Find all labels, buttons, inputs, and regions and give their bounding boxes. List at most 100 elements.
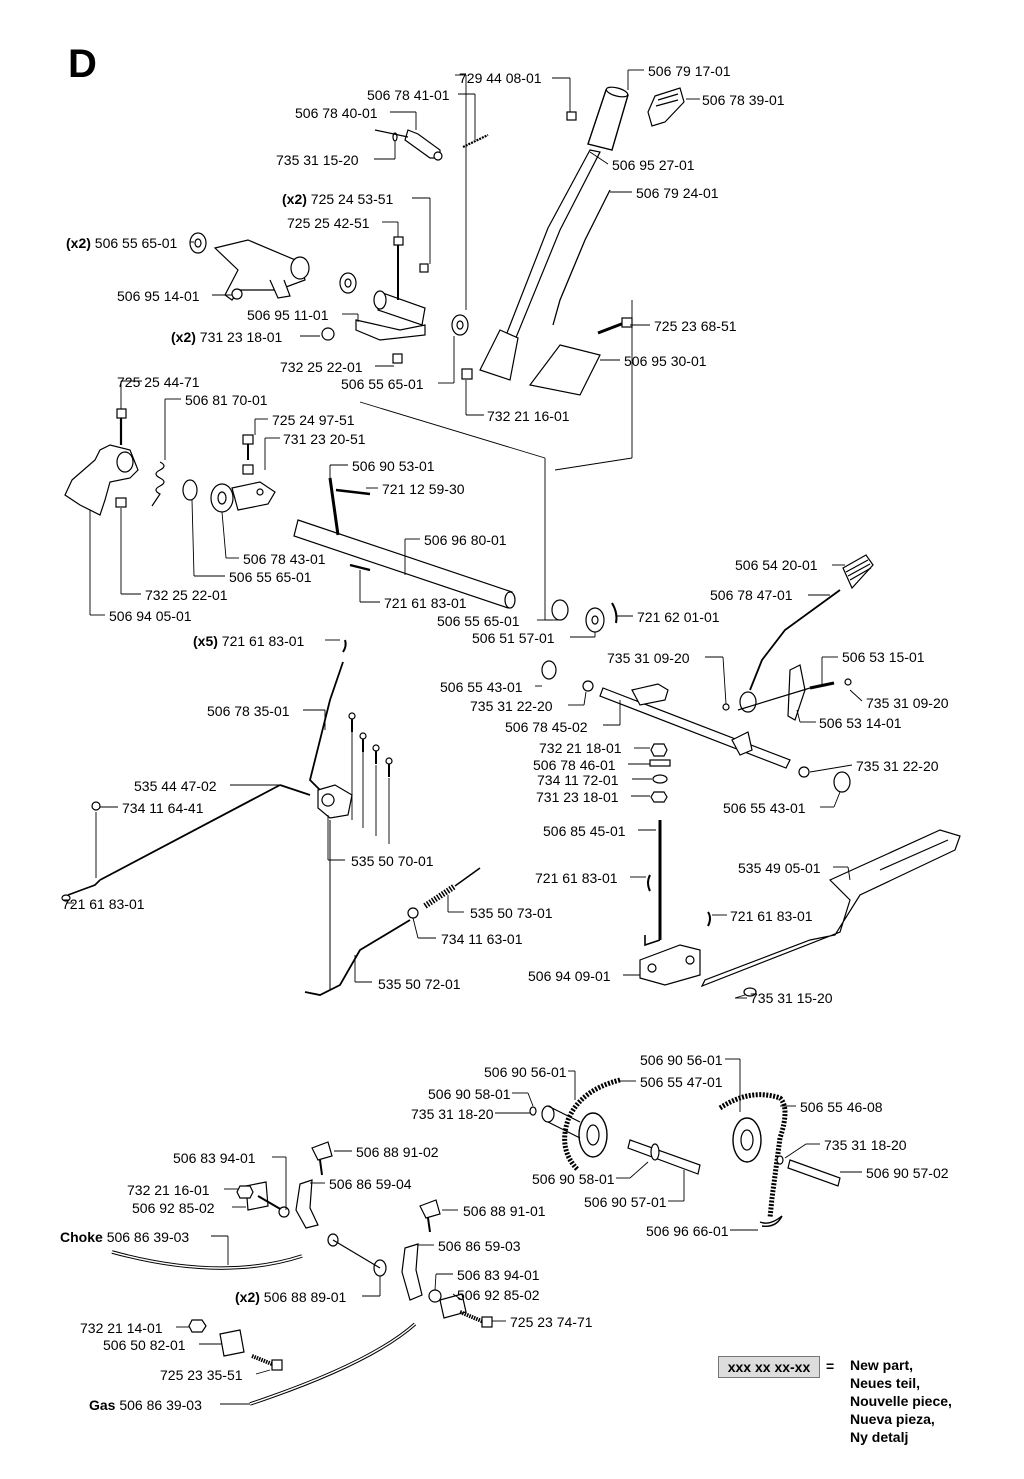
legend-equals: = (826, 1358, 835, 1374)
part-number-label: 506 94 05-01 (109, 608, 192, 624)
part-number: 506 90 58-01 (428, 1086, 511, 1102)
part-number-label: 735 31 15-20 (750, 990, 833, 1006)
part-number-label: 506 96 80-01 (424, 532, 507, 548)
part-number-label: 506 55 47-01 (640, 1074, 723, 1090)
part-number: 734 11 63-01 (441, 931, 523, 947)
part-number: 506 83 94-01 (457, 1267, 540, 1283)
part-number: 506 55 65-01 (94, 235, 178, 251)
part-number: 732 25 22-01 (145, 587, 228, 603)
part-number: 725 23 68-51 (654, 318, 737, 334)
part-number-label: 732 21 14-01 (80, 1320, 163, 1336)
part-number: 535 50 73-01 (470, 905, 553, 921)
part-number: 735 31 15-20 (750, 990, 833, 1006)
shaft-assembly (64, 408, 618, 633)
part-number: 506 50 82-01 (103, 1337, 186, 1353)
part-number: 506 78 47-01 (710, 587, 793, 603)
part-number-label: 506 92 85-02 (457, 1287, 540, 1303)
part-number-label: 506 53 14-01 (819, 715, 902, 731)
part-number: 735 31 18-20 (824, 1137, 907, 1153)
section-letter: D (68, 42, 97, 86)
part-number-label: 506 78 43-01 (243, 551, 326, 567)
part-number: 506 78 46-01 (533, 757, 616, 773)
part-number-label: (x2) 506 55 65-01 (66, 235, 177, 251)
part-number-label: 506 51 57-01 (472, 630, 555, 646)
part-number-label: 732 25 22-01 (280, 359, 363, 375)
part-number-label: 506 78 45-02 (505, 719, 588, 735)
part-number: 721 61 83-01 (221, 633, 305, 649)
part-number: 734 11 64-41 (122, 800, 204, 816)
quantity-prefix: Choke (60, 1229, 103, 1245)
part-number: 506 90 56-01 (640, 1052, 723, 1068)
part-number: 506 95 14-01 (117, 288, 200, 304)
connector-lines-top (190, 69, 700, 621)
part-number-label: 506 55 43-01 (440, 679, 523, 695)
part-number-label: 721 62 01-01 (637, 609, 720, 625)
part-number: 732 21 18-01 (539, 740, 622, 756)
legend-line: New part, (850, 1357, 914, 1373)
part-number-label: 506 95 11-01 (247, 307, 328, 323)
part-number-label: 506 55 46-08 (800, 1099, 883, 1115)
part-number: 729 44 08-01 (459, 70, 542, 86)
part-number: 506 90 56-01 (484, 1064, 567, 1080)
part-number: 506 95 30-01 (624, 353, 707, 369)
top-lever-assembly (189, 86, 685, 396)
part-number: 725 24 53-51 (310, 191, 394, 207)
part-number-label: 721 61 83-01 (535, 870, 618, 886)
part-number: 506 55 47-01 (640, 1074, 723, 1090)
part-number-label: 735 31 15-20 (276, 152, 359, 168)
part-number-label: 506 90 56-01 (484, 1064, 567, 1080)
part-number: 506 83 94-01 (173, 1150, 256, 1166)
part-number: 721 62 01-01 (637, 609, 720, 625)
part-number: 506 55 43-01 (440, 679, 523, 695)
part-number-label: 506 96 66-01 (646, 1223, 729, 1239)
part-number: 506 78 43-01 (243, 551, 326, 567)
part-number: 506 55 65-01 (437, 613, 520, 629)
part-number-label: 506 78 46-01 (533, 757, 616, 773)
part-number: 731 23 18-01 (536, 789, 619, 805)
part-number: 721 61 83-01 (384, 595, 467, 611)
part-number: 535 44 47-02 (134, 778, 217, 794)
part-number: 506 54 20-01 (735, 557, 818, 573)
part-number-label: 506 88 91-01 (463, 1203, 546, 1219)
part-number: 506 95 27-01 (612, 157, 695, 173)
connector-lines-cross (535, 564, 863, 999)
part-number-label: 734 11 72-01 (537, 772, 618, 788)
part-number: 506 55 65-01 (229, 569, 312, 585)
part-number: 506 78 39-01 (702, 92, 785, 108)
part-number: 732 21 16-01 (127, 1182, 210, 1198)
part-number-label: (x2) 506 88 89-01 (235, 1289, 346, 1305)
part-number-label: 506 79 24-01 (636, 185, 719, 201)
part-number-label: 506 55 43-01 (723, 800, 806, 816)
part-number: 506 90 57-02 (866, 1165, 949, 1181)
part-number: 506 94 09-01 (528, 968, 611, 984)
quantity-prefix: (x2) (171, 329, 196, 345)
part-number: 725 23 35-51 (160, 1367, 243, 1383)
part-number: 732 25 22-01 (280, 359, 363, 375)
part-number: 506 79 17-01 (648, 63, 731, 79)
part-number: 535 49 05-01 (738, 860, 821, 876)
part-number-label: 506 78 40-01 (295, 105, 378, 121)
part-number-label: 735 31 09-20 (607, 650, 690, 666)
part-number-label: 506 85 45-01 (543, 823, 626, 839)
part-number-label: 535 50 72-01 (378, 976, 461, 992)
part-number-label: 732 21 18-01 (539, 740, 622, 756)
part-number: 506 55 43-01 (723, 800, 806, 816)
part-number: 725 24 97-51 (272, 412, 355, 428)
part-number-label: 729 44 08-01 (459, 70, 542, 86)
part-number-label: (x5) 721 61 83-01 (193, 633, 304, 649)
part-number-label: 735 31 22-20 (856, 758, 939, 774)
part-number-label: 506 81 70-01 (185, 392, 268, 408)
part-number-label: 506 94 09-01 (528, 968, 611, 984)
part-number: 506 88 91-02 (356, 1144, 439, 1160)
part-number: 506 85 45-01 (543, 823, 626, 839)
part-number-label: 506 83 94-01 (457, 1267, 540, 1283)
part-number: 732 21 16-01 (487, 408, 570, 424)
part-number: 506 96 66-01 (646, 1223, 729, 1239)
part-number-label: 506 79 17-01 (648, 63, 731, 79)
part-number: 725 23 74-71 (510, 1314, 593, 1330)
part-number-label: 506 88 91-02 (356, 1144, 439, 1160)
part-number: 506 95 11-01 (247, 307, 329, 323)
part-number: 506 88 91-01 (463, 1203, 546, 1219)
part-number-label: 506 86 59-04 (329, 1176, 412, 1192)
